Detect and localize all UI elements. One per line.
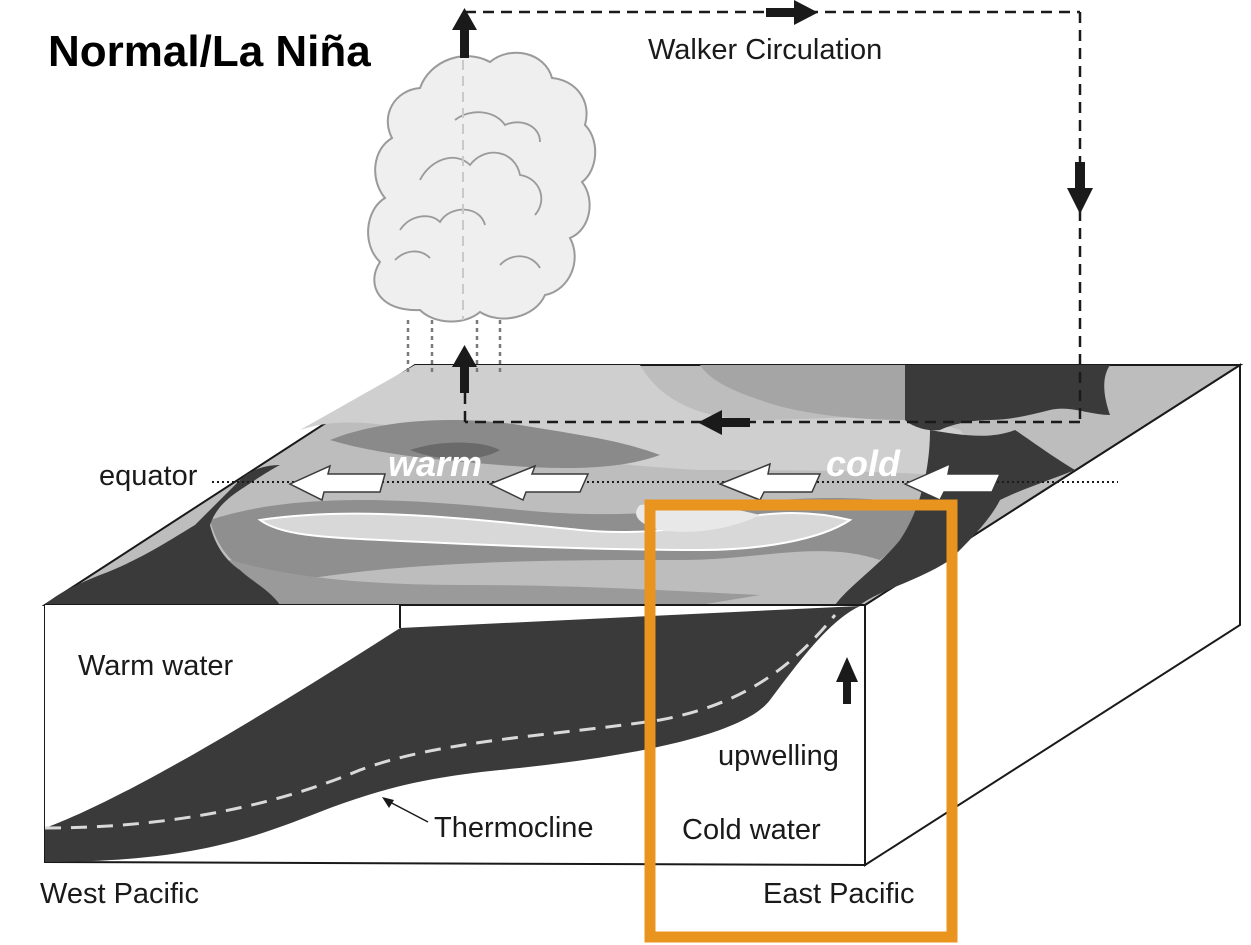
eastward-upper-flow-arrow [766,0,818,25]
walker-circulation-label: Walker Circulation [648,34,883,66]
warm-label: warm [388,443,483,484]
trade-wind-arrows [288,462,1002,502]
upwelling-arrow [836,657,858,704]
sinking-air-arrow [1067,162,1093,214]
trade-wind-arrow-4 [903,462,1002,501]
thermocline-pointer [385,799,429,823]
sea-surface-temperature-bands [150,365,1000,605]
cold-water-layer [45,606,860,862]
trade-wind-arrow-3 [717,462,822,501]
cold-water-label: Cold water [682,814,821,846]
equator-label: equator [99,460,198,492]
trade-wind-arrow-2 [488,464,590,502]
thermocline-line [44,614,837,830]
rain-lines [406,320,502,372]
upwelling-label: upwelling [718,740,839,772]
warm-water-top-inset [45,605,400,828]
convective-cloud [367,51,597,323]
trade-wind-arrow-1 [288,464,386,502]
rising-air-arrow-bottom [452,345,477,393]
westward-surface-flow-arrow [698,410,750,435]
east-pacific-label: East Pacific [763,878,915,910]
diagram-title: Normal/La Niña [48,27,371,76]
rising-air-arrow-top [452,8,477,58]
warm-water-label: Warm water [78,650,234,682]
west-pacific-label: West Pacific [40,878,200,910]
highlight-box [644,499,958,943]
thermocline-label: Thermocline [434,812,594,844]
cold-label: cold [826,443,901,484]
